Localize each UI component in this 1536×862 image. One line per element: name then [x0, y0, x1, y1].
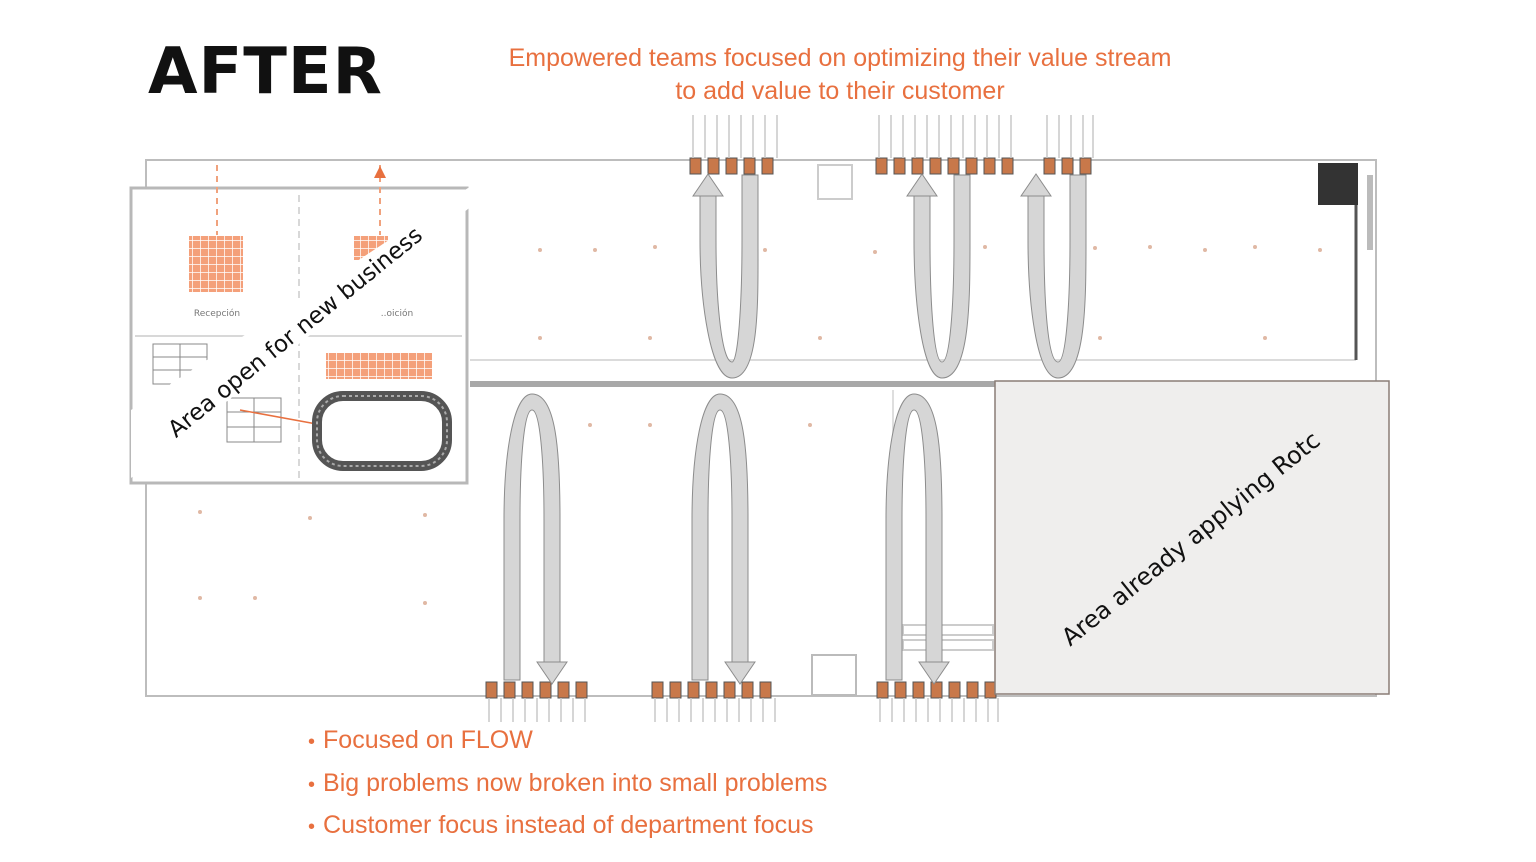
flow-loop-bottom-1	[503, 393, 568, 685]
bullet-item: •Big problems now broken into small prob…	[308, 768, 828, 797]
banner-band	[131, 188, 488, 478]
storage-grid	[326, 353, 432, 379]
top-stations	[689, 115, 1094, 175]
flow-loop-top-3	[1020, 173, 1087, 379]
station-group-top-2	[875, 157, 1014, 175]
arrow-head-down	[724, 661, 756, 685]
internal-flow-line	[239, 409, 323, 426]
door-box	[811, 654, 857, 696]
equipment-block	[1318, 163, 1358, 205]
outflow-arrow-icon	[374, 166, 386, 178]
bullet-item: •Customer focus instead of department fo…	[308, 811, 814, 839]
rotc-area-box	[994, 380, 1390, 695]
new-business-area: Recepción ..oición Area open for new bus…	[129, 165, 488, 485]
headline: Empowered teams focused on optimizing th…	[440, 42, 1240, 108]
flow-loop-top-2	[906, 173, 971, 379]
floor-marks	[198, 245, 1322, 605]
flow-loop-top-1	[692, 173, 759, 379]
flow-loop-bottom-3	[885, 393, 950, 685]
flow-loop-bottom-2	[691, 393, 756, 685]
arrow-head-down	[918, 661, 950, 685]
bullet-dot-icon: •	[308, 816, 316, 838]
headline-line-1: Empowered teams focused on optimizing th…	[508, 44, 1172, 72]
bottom-stations	[485, 681, 999, 722]
station-rails-bottom	[488, 698, 999, 722]
conveyor-loop-rollers	[316, 395, 448, 467]
conveyor-loop	[312, 391, 452, 471]
station-rails-top	[692, 115, 1094, 158]
station-group-top-1	[689, 157, 774, 175]
arrow-head-up	[692, 173, 724, 197]
reception-grid	[189, 236, 243, 292]
arrow-head-up	[906, 173, 938, 197]
bullet-item: •Focused on FLOW	[308, 726, 533, 754]
station-group-bottom-1	[485, 681, 588, 699]
bullet-list: •Focused on FLOW •Big problems now broke…	[308, 720, 827, 848]
arrow-head-up	[1020, 173, 1052, 197]
room-label-reception: Recepción	[194, 308, 240, 319]
slide-title: AFTER	[148, 35, 383, 109]
bullet-dot-icon: •	[308, 731, 316, 753]
headline-line-2: to add value to their customer	[675, 77, 1005, 105]
station-group-bottom-2	[651, 681, 772, 699]
rack-1	[902, 624, 994, 636]
room-label-dispatch: ..oición	[381, 308, 413, 319]
office-box	[817, 164, 853, 200]
bullet-dot-icon: •	[308, 773, 316, 796]
station-group-bottom-3	[876, 681, 997, 699]
rack-2	[902, 639, 994, 651]
station-group-top-3	[1043, 157, 1092, 175]
rotc-area: Area already applying Rotc	[994, 380, 1390, 695]
arrow-head-down	[536, 661, 568, 685]
